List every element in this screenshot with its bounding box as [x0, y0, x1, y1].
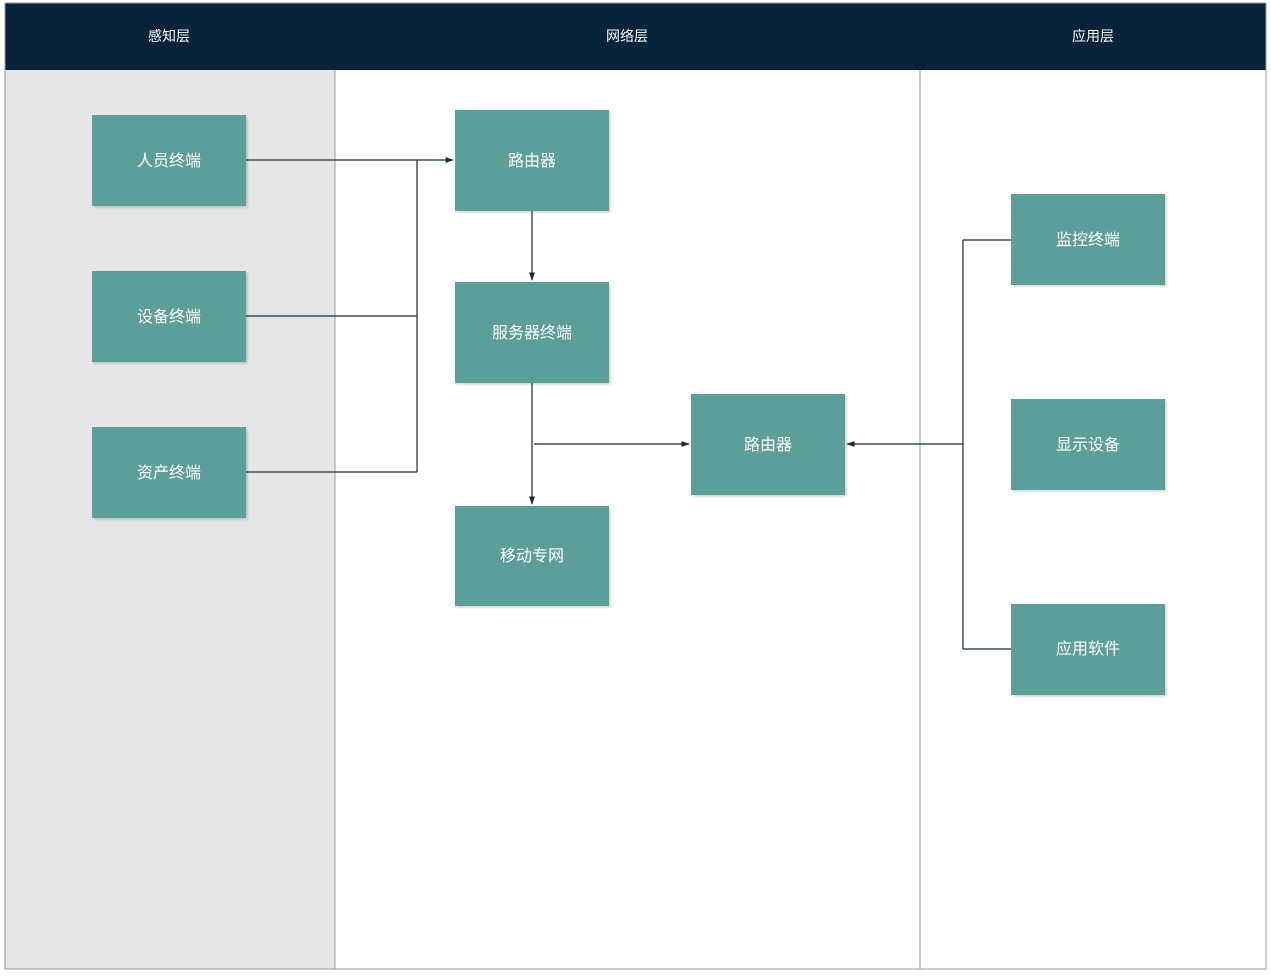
lane-network-bg: [335, 70, 920, 969]
node-mobile-network[interactable]: 移动专网: [455, 506, 609, 606]
node-router-mid-label: 路由器: [744, 435, 792, 454]
node-router-mid[interactable]: 路由器: [691, 394, 845, 495]
node-router-top[interactable]: 路由器: [455, 110, 609, 211]
node-server-terminal[interactable]: 服务器终端: [455, 282, 609, 383]
diagram-border: [4, 2, 1267, 970]
lane-header-bar: [5, 3, 1266, 70]
node-monitor-terminal-label: 监控终端: [1056, 230, 1120, 249]
lane-header-network: 网络层: [606, 29, 648, 45]
node-app-software[interactable]: 应用软件: [1011, 604, 1165, 695]
node-router-top-label: 路由器: [508, 151, 556, 170]
node-asset-terminal[interactable]: 资产终端: [92, 427, 246, 518]
node-device-terminal-label: 设备终端: [137, 307, 201, 326]
lane-header-application: 应用层: [1072, 28, 1114, 45]
node-person-terminal-label: 人员终端: [137, 151, 201, 170]
lane-header-perception: 感知层: [148, 28, 190, 45]
node-device-terminal[interactable]: 设备终端: [92, 271, 246, 362]
node-mobile-network-label: 移动专网: [500, 546, 564, 565]
node-monitor-terminal[interactable]: 监控终端: [1011, 194, 1165, 285]
lane-perception-bg: [5, 70, 335, 969]
node-display-device-label: 显示设备: [1056, 435, 1120, 454]
node-asset-terminal-label: 资产终端: [137, 463, 201, 482]
node-server-terminal-label: 服务器终端: [492, 323, 572, 342]
node-app-software-label: 应用软件: [1056, 639, 1120, 658]
node-display-device[interactable]: 显示设备: [1011, 399, 1165, 490]
node-person-terminal[interactable]: 人员终端: [92, 115, 246, 206]
